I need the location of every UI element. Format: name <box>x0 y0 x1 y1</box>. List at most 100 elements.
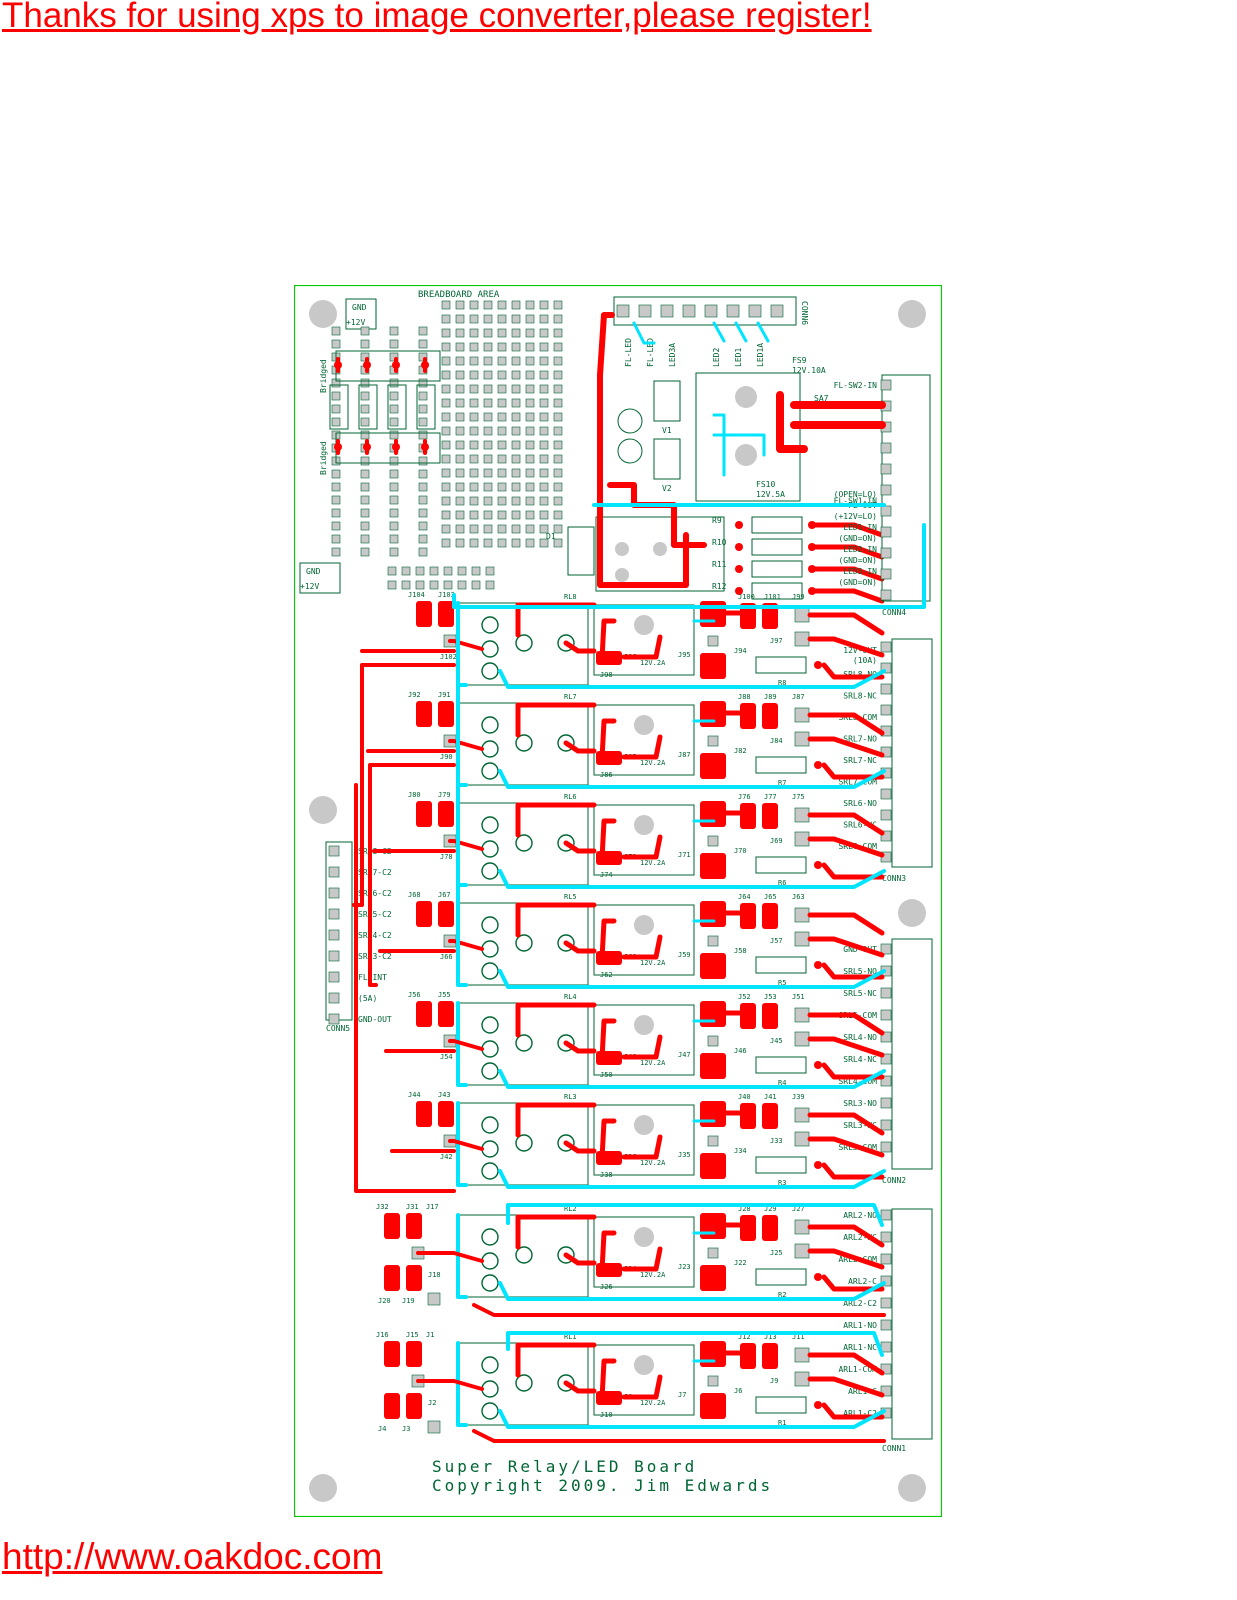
resistor <box>755 656 807 674</box>
jumper-label: J56 <box>408 991 421 999</box>
jumper-pad <box>416 801 432 827</box>
connector-signal-label: ARL1-C <box>848 1387 877 1396</box>
jumper-pad <box>700 1053 726 1079</box>
resistor-label: R3 <box>778 1179 786 1187</box>
jumper-pad <box>700 601 726 627</box>
jumper-label: J19 <box>402 1297 415 1305</box>
trace <box>456 1001 468 1087</box>
pad <box>389 417 399 427</box>
pad <box>525 538 535 548</box>
pad <box>469 496 479 506</box>
connector-signal-label: SRL7-COM <box>838 778 877 787</box>
relay-pin <box>557 834 575 852</box>
resistor-pad <box>735 565 743 573</box>
pad <box>880 1363 892 1375</box>
relay-pin <box>515 1374 533 1392</box>
pad <box>525 524 535 534</box>
pad <box>539 510 549 520</box>
register-banner: Thanks for using xps to image converter,… <box>2 0 872 35</box>
bridged-label-top: Bridged <box>319 359 328 393</box>
driver-block <box>593 904 695 976</box>
pad <box>441 454 451 464</box>
trace <box>599 1018 617 1062</box>
pad <box>441 314 451 324</box>
trace <box>621 1034 663 1060</box>
pad <box>328 845 340 857</box>
pad <box>682 304 696 318</box>
trace <box>515 702 597 738</box>
jumper-label: J103 <box>438 591 455 599</box>
trace <box>448 939 484 951</box>
connector-signal-label: ARL1-COM <box>838 1365 877 1374</box>
trace <box>807 1224 885 1248</box>
pad <box>441 426 451 436</box>
trace <box>498 1409 886 1429</box>
mounting-holes <box>309 300 926 1502</box>
pad <box>707 1135 719 1147</box>
connector-signal-label: 12V-OUT <box>843 646 877 655</box>
breadboard-label: BREADBOARD AREA <box>418 290 500 300</box>
conn2-label: CONN2 <box>882 1176 906 1185</box>
jumper-label: J77 <box>764 793 777 801</box>
pad <box>389 404 399 414</box>
jumper-label: J22 <box>734 1259 747 1267</box>
driver-hole <box>634 915 654 935</box>
v12-top-label: +12V <box>346 318 365 327</box>
jumper-label: J23 <box>678 1263 691 1271</box>
pad <box>469 384 479 394</box>
pad <box>794 1131 810 1147</box>
pad <box>525 440 535 450</box>
relay-rating: 12V.2A <box>640 659 666 667</box>
trace <box>448 639 484 651</box>
pad <box>331 404 341 414</box>
pad <box>360 482 370 492</box>
pad <box>880 1031 892 1043</box>
conn6-pin-label: LED1 <box>734 348 743 367</box>
jumper-pad <box>700 1213 726 1239</box>
pad <box>471 566 481 576</box>
connector-signal-label: ARL1-NO <box>843 1321 877 1330</box>
jumper-label: J6 <box>734 1387 742 1395</box>
pad <box>880 1231 892 1243</box>
resistor <box>755 1396 807 1414</box>
pad <box>553 440 563 450</box>
jumper-pad <box>740 703 756 729</box>
pad <box>360 326 370 336</box>
jumper-label: J42 <box>440 1153 453 1161</box>
jumper-pad <box>438 901 454 927</box>
pad <box>483 370 493 380</box>
resistor-pad <box>814 1061 822 1069</box>
trace <box>807 712 885 736</box>
jumper-label: J65 <box>764 893 777 901</box>
pad <box>539 496 549 506</box>
pad <box>469 482 479 492</box>
pad <box>401 580 411 590</box>
jumper-pad <box>762 1103 778 1129</box>
pad <box>441 370 451 380</box>
pad <box>794 1347 810 1363</box>
jumper-label: J47 <box>678 1051 691 1059</box>
trace <box>807 1376 885 1398</box>
pad <box>880 704 892 716</box>
jumper-label: J98 <box>600 671 613 679</box>
jumper-label: J44 <box>408 1091 421 1099</box>
bridge-components <box>329 357 436 455</box>
mounting-hole <box>309 1474 337 1502</box>
oakdoc-link[interactable]: http://www.oakdoc.com <box>2 1536 383 1577</box>
trace <box>563 1380 597 1394</box>
pad <box>469 398 479 408</box>
connector-signal-label: SRL4-NC <box>843 1055 877 1064</box>
relay-pin <box>481 916 499 934</box>
pad <box>469 538 479 548</box>
trace <box>416 1251 484 1263</box>
pad <box>483 398 493 408</box>
pad <box>497 482 507 492</box>
trace <box>498 1169 886 1189</box>
trace <box>807 636 885 658</box>
jumper-pad <box>762 703 778 729</box>
relay-pin <box>515 834 533 852</box>
trace <box>807 1136 885 1158</box>
